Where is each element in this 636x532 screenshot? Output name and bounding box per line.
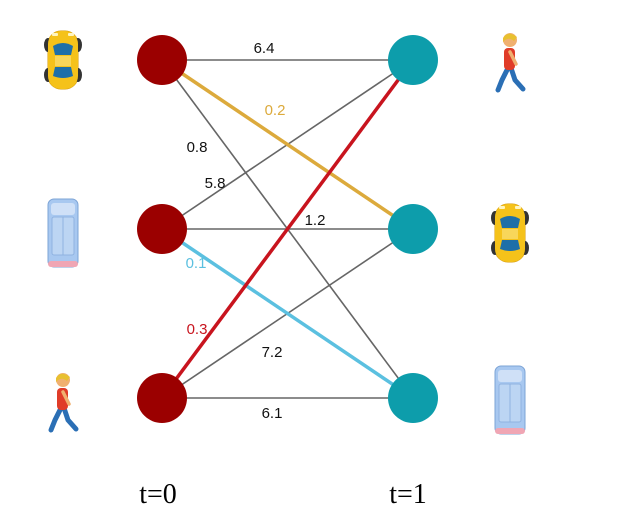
yellow-car-icon (491, 203, 529, 263)
node-t1-1 (388, 204, 438, 254)
edges-layer (160, 58, 415, 400)
time-label-t1: t=1 (389, 479, 427, 510)
edge-label-2-2: 6.1 (262, 405, 283, 422)
labels-layer: 6.4 0.2 0.8 5.8 1.2 0.1 0.3 7.2 6.1 (186, 40, 326, 422)
node-t0-0 (137, 35, 187, 85)
edge-label-0-1: 0.2 (265, 102, 286, 119)
edge-label-0-2: 0.8 (187, 139, 208, 156)
edge-label-1-1: 1.2 (305, 212, 326, 229)
time-label-t0: t=0 (139, 479, 177, 510)
nodes-layer (137, 35, 438, 423)
edge-label-2-1: 7.2 (262, 344, 283, 361)
node-t0-1 (137, 204, 187, 254)
node-t1-2 (388, 373, 438, 423)
walking-person-icon (495, 33, 526, 93)
yellow-car-icon (44, 30, 82, 90)
edge-label-1-0: 5.8 (205, 175, 226, 192)
edge-1-2 (161, 227, 414, 400)
edge-label-2-0: 0.3 (187, 321, 208, 338)
blue-truck-icon (494, 365, 526, 435)
edge-label-1-2: 0.1 (186, 255, 207, 272)
edge-label-0-0: 6.4 (254, 40, 275, 57)
edge-0-1 (161, 58, 414, 231)
node-t0-2 (137, 373, 187, 423)
node-t1-0 (388, 35, 438, 85)
edge-2-0 (160, 58, 415, 400)
walking-person-icon (48, 373, 79, 433)
icons-layer (44, 30, 529, 435)
blue-truck-icon (47, 198, 79, 268)
